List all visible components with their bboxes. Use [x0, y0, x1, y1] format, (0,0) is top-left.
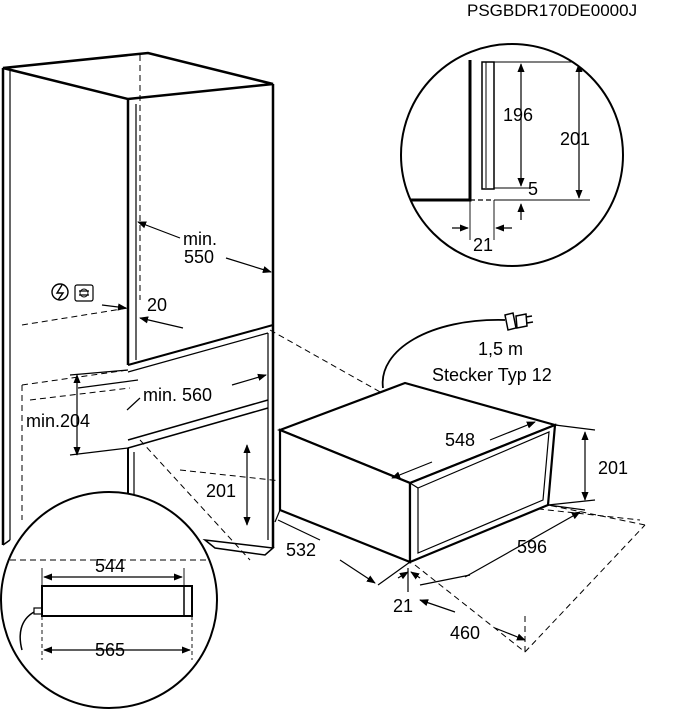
label-detail-565: 565: [95, 640, 126, 660]
label-detail-5: 5: [528, 179, 539, 199]
floor-hidden-lines: [414, 504, 646, 653]
label-detail-201: 201: [560, 129, 591, 149]
label-detail-196: 196: [503, 105, 534, 125]
warming-drawer: [276, 381, 559, 564]
detail-top-circle: [400, 43, 624, 267]
tall-cabinet: [1, 51, 275, 556]
label-width-596: 596: [517, 537, 548, 557]
label-min-550-value: 550: [184, 247, 215, 267]
label-depth-460: 460: [450, 623, 481, 643]
label-plug-type: Stecker Typ 12: [432, 365, 552, 385]
label-min-560: min. 560: [143, 385, 213, 405]
document-code: PSGBDR170DE0000J: [467, 1, 638, 20]
appliance-dimensions: [274, 421, 596, 641]
drawer-heater-icon: [74, 284, 94, 302]
label-depth-21: 21: [393, 596, 414, 616]
label-niche-201: 201: [206, 481, 237, 501]
label-height-201: 201: [598, 458, 629, 478]
label-width-548: 548: [445, 430, 476, 450]
power-cable: [381, 319, 506, 389]
plug-icon: [504, 312, 534, 331]
label-cable-length: 1,5 m: [478, 339, 524, 359]
label-min-204: min.204: [26, 411, 91, 431]
label-offset-20: 20: [147, 295, 168, 315]
label-depth-532: 532: [286, 540, 317, 560]
electric-warning-icon: [51, 283, 69, 301]
label-detail-544: 544: [95, 556, 126, 576]
label-detail-21: 21: [473, 235, 494, 255]
detail-bottom-circle: [0, 491, 218, 709]
label-min-550-prefix: min.: [183, 229, 218, 249]
cabinet-dimensions: [69, 221, 272, 526]
